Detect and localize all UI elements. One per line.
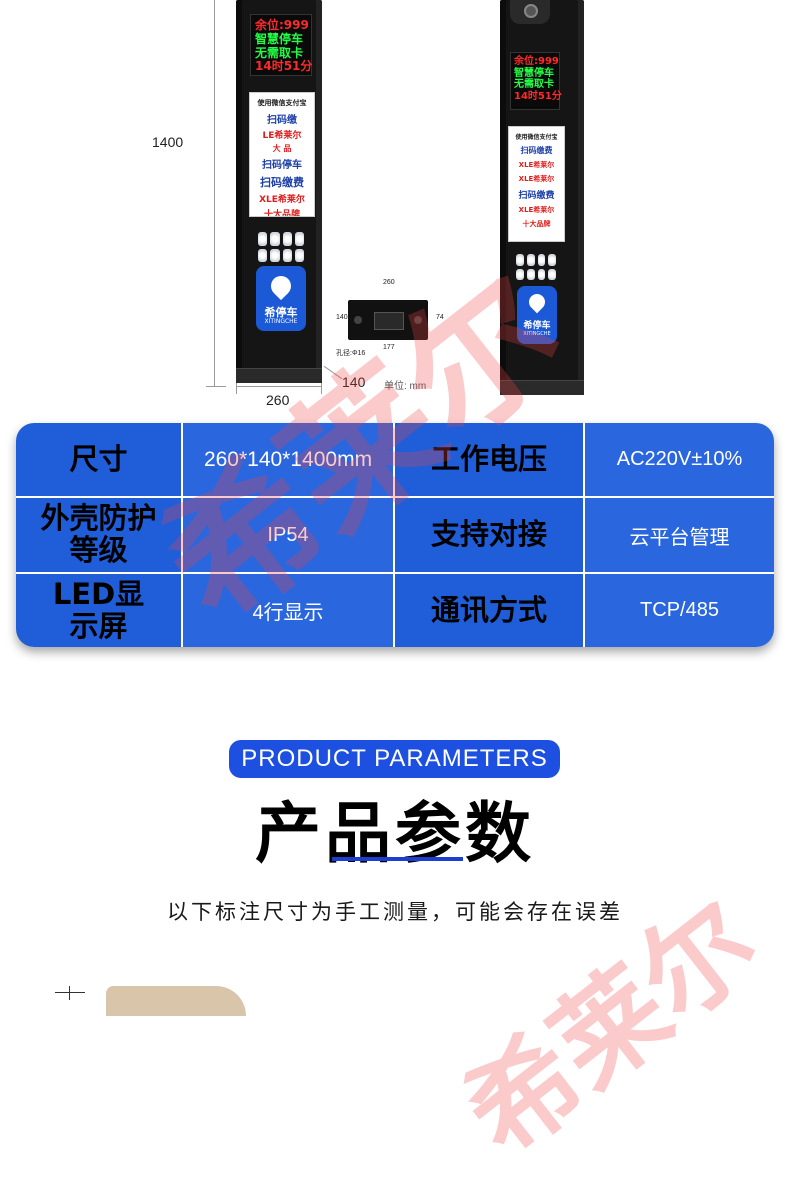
left-led-line-2: 智慧停车 <box>255 31 304 46</box>
terminal-base <box>500 380 584 395</box>
left-led-line-1: 余位:999 <box>255 18 309 32</box>
bottom-tick-mark-vertical <box>69 986 70 1000</box>
fill-light <box>270 232 280 246</box>
terminal-base <box>236 368 322 383</box>
left-logo-en: XITINGCHE <box>264 318 298 325</box>
spec-label: 工作电压 <box>393 423 585 498</box>
left-panel-pay: 扫码缴费 <box>260 176 304 189</box>
spec-label: 支持对接 <box>393 496 585 574</box>
location-pin-icon <box>266 271 296 301</box>
right-led-line-3: 无需取卡 <box>514 79 554 90</box>
table-row: LED显示屏 4行显示 通讯方式 TCP/485 <box>16 572 774 647</box>
unit-label: 单位: mm <box>384 381 427 392</box>
right-led-line-4: 14时51分 <box>514 90 562 102</box>
spec-value: 4行显示 <box>181 572 395 647</box>
base-hole-label: 孔径:Φ16 <box>336 350 366 357</box>
bottom-tick-mark <box>55 992 85 993</box>
fill-light <box>294 232 304 246</box>
left-panel-qr-line-2: 扫码停车 <box>262 160 302 171</box>
right-logo-en: XITINGCHE <box>523 331 551 337</box>
right-led-screen: 余位:999 智慧停车 无需取卡 14时51分 <box>510 52 562 110</box>
left-led-line-4: 14时51分 <box>255 59 313 74</box>
base-offset-label: 74 <box>436 314 444 321</box>
depth-label: 140 <box>342 374 366 390</box>
table-row: 尺寸 260*140*1400mm 工作电压 AC220V±10% <box>16 423 774 498</box>
measurement-note: 以下标注尺寸为手工测量，可能会存在误差 <box>167 900 623 924</box>
table-row: 外壳防护等级 IP54 支持对接 云平台管理 <box>16 496 774 574</box>
right-panel-qr-line-1: 扫码缴费 <box>520 146 553 155</box>
base-length-label: 177 <box>383 344 395 351</box>
width-label: 260 <box>266 392 290 408</box>
base-depth-label: 140 <box>336 314 348 321</box>
camera-lens-icon <box>524 4 538 18</box>
spec-label: 外壳防护等级 <box>16 496 183 574</box>
fill-light <box>548 254 556 266</box>
fill-light <box>537 268 546 280</box>
right-logo: 希停车 XITINGCHE <box>517 286 557 344</box>
left-panel-brand-1: LE希莱尔 <box>262 131 302 141</box>
spec-label: 通讯方式 <box>393 572 585 647</box>
right-panel-pay: 扫码缴费 <box>518 191 555 201</box>
fill-light <box>548 268 556 280</box>
right-led-line-1: 余位:999 <box>514 56 559 67</box>
right-panel-top10: 十大品牌 <box>522 220 551 228</box>
left-fill-lights <box>258 232 304 262</box>
left-panel-big: 大 品 <box>272 144 292 153</box>
width-dimension-line <box>236 386 322 387</box>
depth-dimension-line <box>323 365 343 380</box>
right-panel-brand-2: XLE希莱尔 <box>518 206 555 214</box>
left-panel-header: 使用微信支付宝 <box>257 99 307 107</box>
right-qr-panel: 使用微信支付宝 扫码缴费 XLE希莱尔 XLE希莱尔 扫码缴费 XLE希莱尔 十… <box>508 126 565 242</box>
fill-light <box>516 254 524 266</box>
spec-value: 云平台管理 <box>583 496 774 574</box>
left-panel-brand-2: XLE希莱尔 <box>259 195 305 205</box>
next-product-preview <box>106 986 246 1016</box>
spec-label: 尺寸 <box>16 423 183 498</box>
base-slot <box>374 312 404 330</box>
fill-light <box>258 232 268 246</box>
left-logo-cn: 希停车 <box>264 306 298 319</box>
fill-light <box>282 232 292 246</box>
base-hole-right <box>414 316 422 324</box>
base-width-label: 260 <box>383 279 395 286</box>
right-fill-lights <box>516 254 556 280</box>
fill-light <box>282 248 292 262</box>
page-title: 产品参数 <box>255 795 535 872</box>
fill-light <box>294 248 304 262</box>
fill-light <box>516 268 524 280</box>
location-pin-icon <box>525 290 549 314</box>
base-drawing <box>348 300 428 340</box>
height-dimension-tick <box>206 386 226 387</box>
height-dimension-line <box>214 0 215 386</box>
left-led-screen: 余位:999 智慧停车 无需取卡 14时51分 <box>250 14 312 76</box>
width-tick-left <box>236 380 237 394</box>
spec-value: 260*140*1400mm <box>181 423 395 498</box>
spec-table: 尺寸 260*140*1400mm 工作电压 AC220V±10% 外壳防护等级… <box>16 423 774 647</box>
right-panel-header: 使用微信支付宝 <box>515 134 558 141</box>
right-led-line-2: 智慧停车 <box>514 67 554 79</box>
height-label: 1400 <box>152 134 184 150</box>
spec-value: TCP/485 <box>583 572 774 647</box>
left-logo: 希停车 XITINGCHE <box>256 266 306 331</box>
right-logo-cn: 希停车 <box>523 321 551 331</box>
base-hole-left <box>354 316 362 324</box>
left-led-line-3: 无需取卡 <box>255 45 304 60</box>
fill-light <box>537 254 546 266</box>
spec-value: IP54 <box>181 496 395 574</box>
spec-label: LED显示屏 <box>16 572 183 647</box>
product-parameters-badge: PRODUCT PARAMETERS <box>229 740 560 778</box>
left-panel-qr-line-1: 扫码缴 <box>267 115 297 126</box>
right-panel-brand-1: XLE希莱尔 <box>518 161 555 169</box>
fill-light <box>258 248 268 262</box>
title-underline <box>332 857 463 861</box>
camera <box>510 0 550 24</box>
spec-value: AC220V±10% <box>583 423 774 498</box>
left-panel-top10: 十大品牌 <box>263 210 300 217</box>
fill-light <box>526 268 535 280</box>
right-panel-brand-1b: XLE希莱尔 <box>518 175 555 183</box>
left-qr-panel: 使用微信支付宝 扫码缴 LE希莱尔 大 品 扫码停车 扫码缴费 XLE希莱尔 十… <box>249 92 315 217</box>
width-tick-right <box>321 380 322 394</box>
fill-light <box>526 254 535 266</box>
fill-light <box>270 248 280 262</box>
